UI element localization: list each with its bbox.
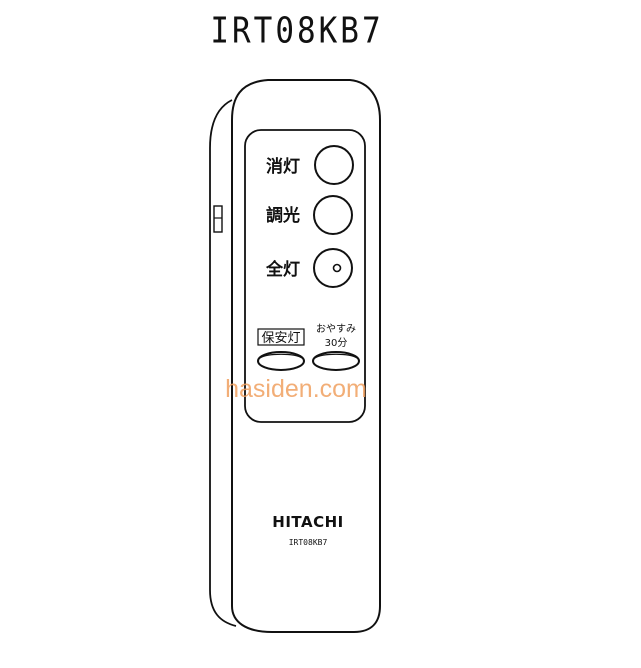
dim-button[interactable]: [313, 195, 353, 235]
full-light-button-label: 全灯: [265, 259, 300, 280]
full-light-button-group: 全灯: [265, 248, 353, 288]
watermark: hasiden.com: [225, 375, 367, 403]
sleep-timer-button[interactable]: [312, 351, 360, 371]
sleep-timer-label-line2: 30分: [325, 337, 348, 349]
page-title: IRT08KB7: [210, 9, 383, 51]
button-panel: [244, 129, 366, 423]
off-button-group: 消灯: [266, 145, 354, 185]
model-number: IRT08KB7: [289, 538, 328, 547]
remote-side-edge: [209, 99, 237, 627]
sleep-timer-label-line1: おやすみ: [316, 323, 356, 335]
remote-body: [231, 79, 381, 633]
brand-logo: HITACHI: [272, 513, 343, 531]
dim-button-group: 調光: [266, 195, 353, 235]
off-button-label: 消灯: [266, 156, 300, 177]
off-button[interactable]: [314, 145, 354, 185]
night-light-label-frame: [257, 328, 305, 346]
night-light-label: 保安灯: [261, 331, 300, 346]
side-switch[interactable]: [213, 205, 223, 233]
night-light-button[interactable]: [257, 351, 305, 371]
dim-button-label: 調光: [266, 205, 300, 226]
full-light-button-dot-icon: [332, 263, 342, 273]
